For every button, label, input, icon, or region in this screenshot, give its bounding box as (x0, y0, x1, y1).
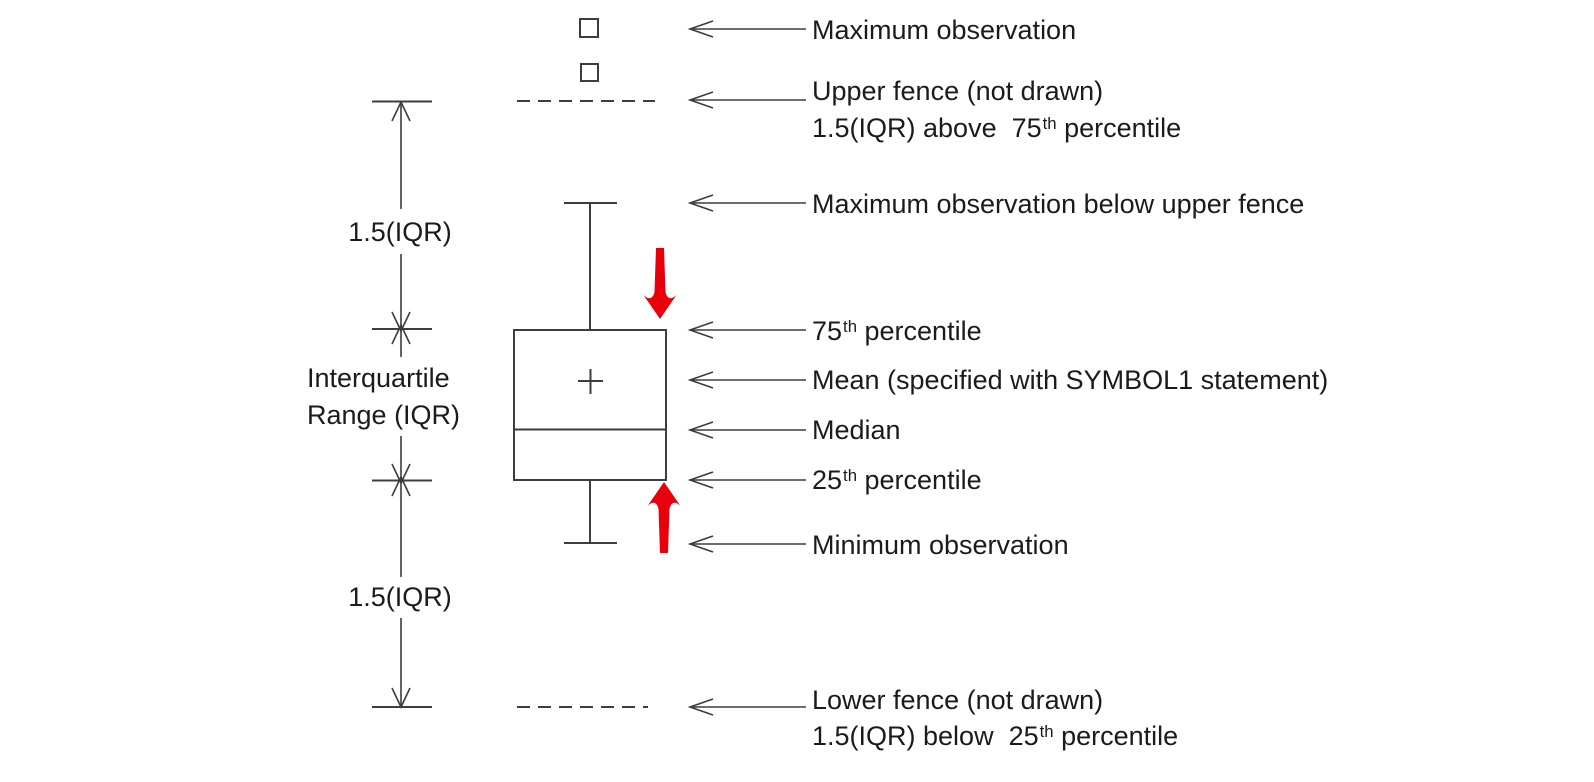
superscript: th (843, 466, 858, 486)
arrowhead-up-icon (391, 475, 411, 497)
annotation-mean-line-1: Mean (specified with SYMBOL1 statement) (812, 364, 1329, 395)
red-arrow-up-icon (647, 482, 681, 553)
label-iqr15-bottom: 1.5(IQR) (348, 581, 452, 612)
annotation-upper_fence-line-1: Upper fence (not drawn) (812, 75, 1104, 106)
arrowhead-up-icon (391, 323, 411, 345)
arrowhead-left-icon (687, 20, 714, 38)
arrowhead-up-icon (391, 100, 411, 122)
superscript: th (1039, 722, 1054, 742)
pointer-arrows (687, 20, 806, 716)
outlier-square-icon (579, 18, 599, 38)
box-plot (513, 202, 667, 544)
superscript: th (843, 317, 858, 337)
annotation-max_obs-line-1: Maximum observation (812, 14, 1077, 45)
arrowhead-left-icon (687, 698, 714, 716)
annotation-median-line-1: Median (812, 414, 901, 445)
label-interquartile-line1: Interquartile (307, 362, 450, 393)
arrowhead-left-icon (687, 194, 714, 212)
arrowhead-down-icon (391, 687, 411, 709)
arrowhead-left-icon (687, 321, 714, 339)
annotation-upper_fence-line-2: 1.5(IQR) above 75th percentile (812, 112, 1182, 143)
superscript: th (1042, 114, 1057, 134)
arrowhead-left-icon (687, 91, 714, 109)
outlier-square-markers (579, 18, 599, 82)
label-interquartile-line2: Range (IQR) (307, 399, 461, 430)
red-emphasis-arrows (643, 248, 681, 553)
outlier-square-icon (580, 63, 599, 82)
annotation-lower_fence-line-1: Lower fence (not drawn) (812, 684, 1104, 715)
arrowhead-left-icon (687, 471, 714, 489)
annotation-p25-line-1: 25th percentile (812, 464, 982, 495)
annotation-max_below_fence-line-1: Maximum observation below upper fence (812, 188, 1305, 219)
arrowhead-left-icon (687, 371, 714, 389)
annotation-min_obs-line-1: Minimum observation (812, 529, 1069, 560)
red-arrow-down-icon (643, 248, 677, 319)
annotation-p75-line-1: 75th percentile (812, 315, 982, 346)
label-iqr15-top: 1.5(IQR) (348, 216, 452, 247)
annotation-lower_fence-line-2: 1.5(IQR) below 25th percentile (812, 720, 1179, 751)
arrowhead-left-icon (687, 535, 714, 553)
mean-plus-icon (578, 369, 603, 394)
arrowhead-left-icon (687, 421, 714, 439)
left-dimension-lines (372, 100, 432, 709)
